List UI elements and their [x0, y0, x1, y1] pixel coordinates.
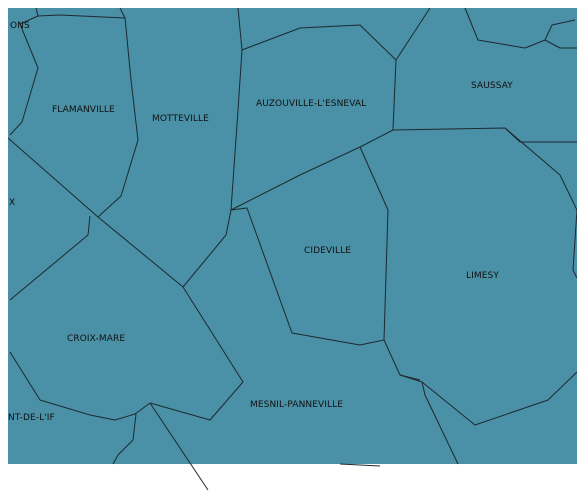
label-saussay[interactable]: SAUSSAY	[471, 81, 513, 91]
commune-labels: ONS FLAMANVILLE MOTTEVILLE AUZOUVILLE-L'…	[8, 21, 513, 423]
label-motteville[interactable]: MOTTEVILLE	[152, 114, 209, 124]
label-mesnil-panneville[interactable]: MESNIL-PANNEVILLE	[250, 400, 343, 410]
label-croix-mare[interactable]: CROIX-MARE	[67, 334, 125, 344]
map-area	[8, 8, 577, 464]
label-ons[interactable]: ONS	[10, 21, 30, 31]
label-limesy[interactable]: LIMESY	[466, 271, 499, 281]
label-cideville[interactable]: CIDEVILLE	[304, 246, 351, 256]
label-partial-x[interactable]: X	[9, 198, 15, 208]
label-nt-de-lif[interactable]: NT-DE-L'IF	[8, 413, 55, 423]
label-flamanville[interactable]: FLAMANVILLE	[52, 105, 115, 115]
commune-boundaries	[7, 7, 577, 491]
label-auzouville-lesneval[interactable]: AUZOUVILLE-L'ESNEVAL	[256, 99, 366, 109]
